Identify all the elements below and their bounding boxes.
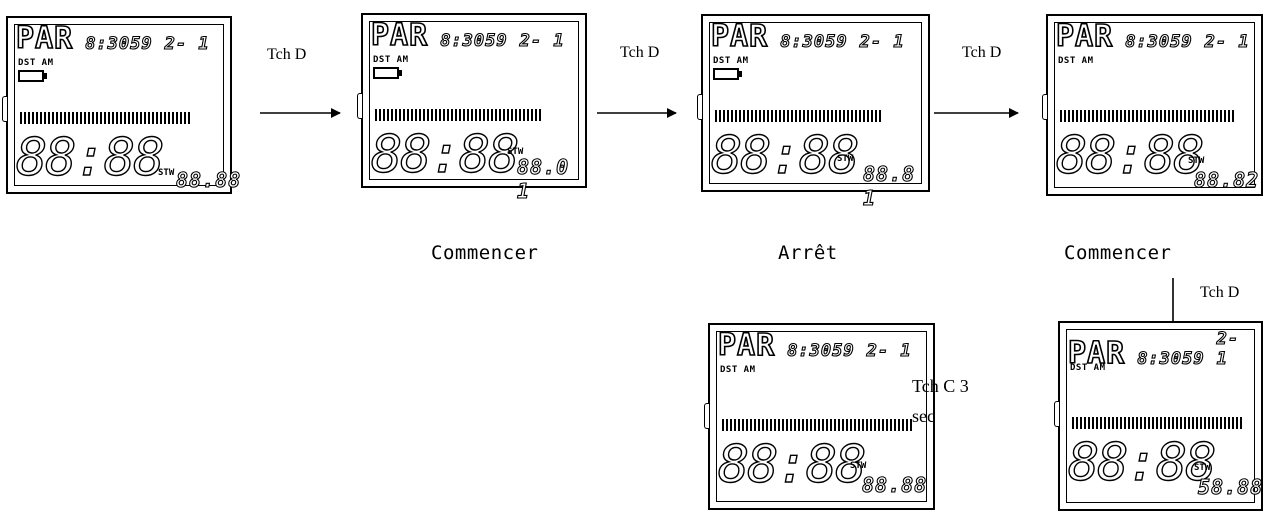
lcd-mode-label: STW (158, 168, 175, 178)
battery-icon (18, 70, 47, 82)
lcd-frame (709, 22, 922, 184)
lcd-sub-time: 88.0 1 (516, 154, 570, 203)
lcd-sub-time: 88.88 (861, 472, 928, 497)
lcd-indicators: DST AM (720, 365, 756, 375)
lcd-frame (716, 331, 927, 502)
lcd-top-row: PAR 8:3059 2- 1 (717, 328, 912, 363)
lcd-mode-label: STW (850, 461, 867, 471)
lcd-dot-bar (722, 419, 912, 431)
label-tch-d-2: Tch D (620, 44, 660, 61)
lcd-sub-time: 88.82 (1193, 167, 1260, 192)
lcd-screen-5: PAR 8:3059 2- 1 DST AM 88:88 STW 88.88 (704, 323, 935, 510)
lcd-mode: PAR (717, 328, 776, 363)
lcd-mode: PAR (370, 18, 429, 53)
side-button-icon (357, 93, 362, 119)
lcd-screen-1: PAR 8:3059 2- 1 DST AM 88:88 STW 88.88 (2, 16, 241, 194)
lcd-indicators: DST AM (373, 55, 409, 65)
lcd-main-time: 88:88 (710, 126, 860, 186)
lcd-dot-bar (715, 110, 883, 122)
label-tch-c: Tch C 3 (912, 376, 969, 396)
lcd-date: 2- 1 (1216, 328, 1240, 369)
lcd-main-time: 88:88 (1067, 433, 1217, 493)
lcd-mode-label: STW (1194, 463, 1211, 473)
lcd-time: 8:3059 (1125, 31, 1193, 52)
lcd-main-time: 88:88 (15, 128, 165, 188)
caption-arret: Arrêt (778, 242, 838, 264)
lcd-frame (369, 21, 579, 180)
side-button-icon (1042, 94, 1047, 120)
battery-icon (373, 67, 402, 79)
lcd-top-row: PAR 8:3059 2- 1 (370, 18, 565, 53)
lcd-indicators: DST AM (1058, 56, 1094, 66)
lcd-sub-time: 88.88 (175, 167, 242, 192)
lcd-dot-bar (20, 112, 192, 124)
side-button-icon (697, 94, 702, 120)
lcd-time: 8:3059 (787, 340, 855, 361)
lcd-indicators: DST AM (1070, 363, 1106, 373)
lcd-screen-3: PAR 8:3059 2- 1 DST AM 88:88 STW 88.8 1 (697, 14, 930, 211)
lcd-indicators: DST AM (18, 58, 54, 68)
lcd-mode-label: STW (507, 147, 524, 157)
lcd-indicators: DST AM (713, 56, 749, 66)
lcd-sub-time: 88.8 1 (862, 161, 916, 210)
lcd-main-time: 88:88 (717, 435, 867, 495)
lcd-time: 8:3059 (780, 31, 848, 52)
label-tch-d-4: Tch D (1200, 284, 1240, 301)
lcd-frame (14, 24, 224, 186)
lcd-mode: PAR (15, 21, 74, 56)
lcd-frame (1066, 329, 1255, 503)
lcd-top-row: PAR 8:3059 2- 1 (1055, 19, 1250, 54)
lcd-dot-bar (1060, 110, 1236, 122)
lcd-mode: PAR (710, 19, 769, 54)
lcd-screen-6: PAR 8:3059 2- 1 DST AM 88:88 STW 58.88 (1054, 321, 1264, 511)
lcd-mode-label: STW (1188, 156, 1205, 166)
label-tch-d-1: Tch D (267, 46, 307, 63)
label-tch-d-3: Tch D (962, 44, 1002, 61)
lcd-screen-2: PAR 8:3059 2- 1 DST AM 88:88 STW 88.0 1 (357, 13, 587, 204)
lcd-sub-time: 58.88 (1197, 474, 1264, 499)
lcd-top-row: PAR 8:3059 2- 1 (15, 21, 210, 56)
battery-icon (713, 68, 742, 80)
label-sec: sec (912, 406, 935, 426)
lcd-date: 2- 1 (164, 33, 210, 54)
lcd-date: 2- 1 (519, 30, 565, 51)
lcd-top-row: PAR 8:3059 2- 1 (1067, 328, 1261, 371)
lcd-time: 8:3059 (85, 33, 153, 54)
side-button-icon (704, 403, 709, 429)
lcd-frame (1054, 22, 1255, 188)
lcd-main-time: 88:88 (370, 125, 520, 185)
lcd-dot-bar (375, 109, 543, 121)
lcd-time: 8:3059 (1137, 348, 1205, 369)
lcd-mode-label: STW (837, 154, 854, 164)
side-button-icon (1054, 401, 1059, 427)
lcd-dot-bar (1072, 417, 1244, 429)
lcd-top-row: PAR 8:3059 2- 1 (710, 19, 905, 54)
caption-commencer-2: Commencer (1064, 242, 1172, 264)
side-button-icon (2, 96, 7, 122)
lcd-date: 2- 1 (859, 31, 905, 52)
lcd-time: 8:3059 (440, 30, 508, 51)
lcd-date: 2- 1 (1204, 31, 1250, 52)
lcd-date: 2- 1 (866, 340, 912, 361)
lcd-mode: PAR (1055, 19, 1114, 54)
lcd-screen-4: PAR 8:3059 2- 1 DST AM 88:88 STW 88.82 (1042, 14, 1263, 196)
lcd-mode: PAR (1067, 336, 1126, 371)
caption-commencer-1: Commencer (431, 242, 539, 264)
lcd-main-time: 88:88 (1055, 126, 1205, 186)
